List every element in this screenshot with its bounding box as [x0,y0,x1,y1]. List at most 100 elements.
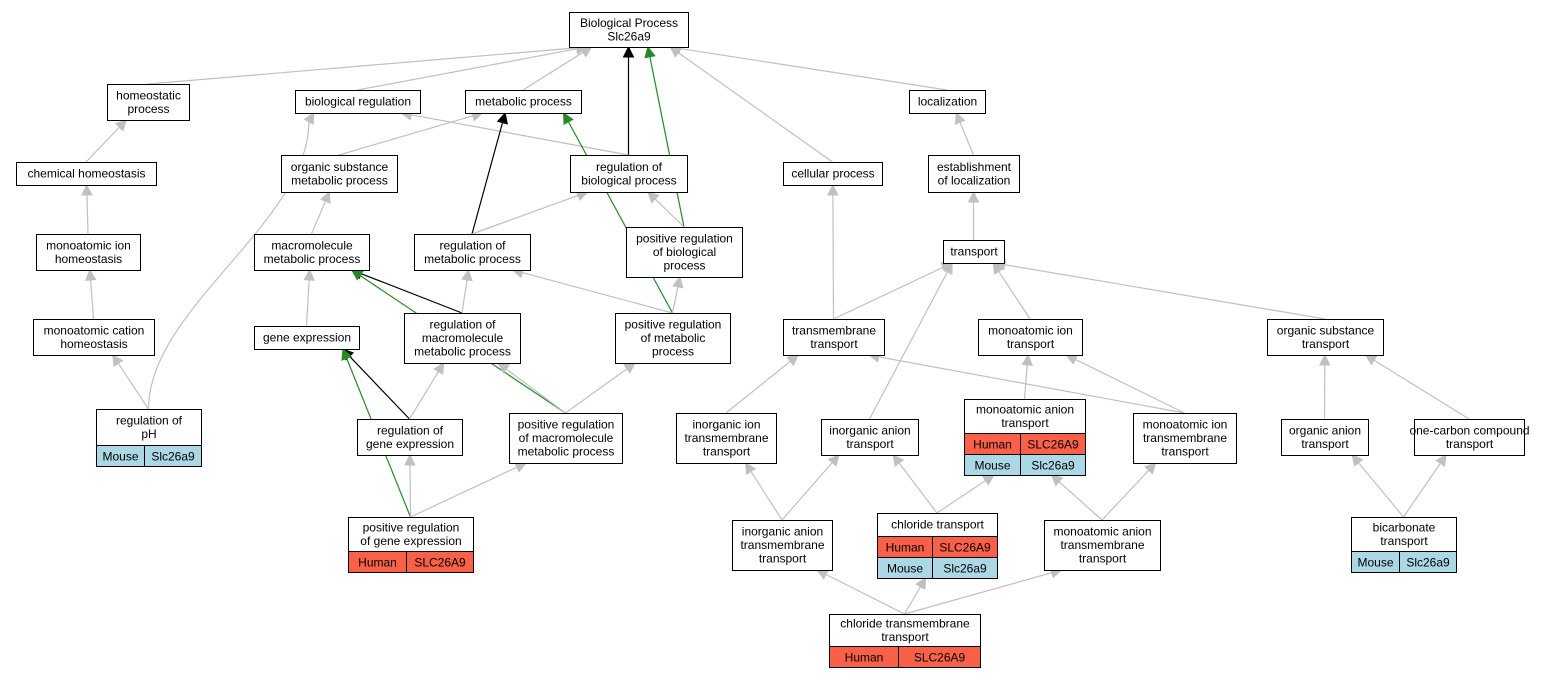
edge-macrometa-to-orgsubmeta [310,190,331,235]
edge-line [832,194,835,320]
edge-line [90,279,95,320]
node-label-line: chloride transmembrane [840,616,970,630]
edge-arrowhead [967,190,980,203]
node-bioreg[interactable]: biological regulation [295,90,421,114]
node-label-line: metabolic process [518,445,615,459]
node-geneexp[interactable]: gene expression [254,326,360,350]
node-label-line: organic substance [1277,323,1375,337]
node-metabolic[interactable]: metabolic process [465,90,582,114]
edge-anionmonotm-to-iontm [1101,462,1157,521]
node-box [107,84,190,121]
node-box [281,155,398,193]
node-label-line: gene expression [366,437,454,451]
edge-bioreg-to-bp [357,43,588,91]
node-label-line: biological process [581,173,676,187]
edge-line [1403,462,1441,518]
node-label-line: positive regulation [625,318,722,332]
edge-line [410,466,518,518]
node-box [465,90,582,114]
edge-arrowhead [461,268,473,282]
edge-line [85,126,120,163]
edge-anionmonotm-to-anionmono [1050,474,1103,521]
node-label-line: monoatomic ion [1143,418,1228,432]
node-transport[interactable]: transport [943,240,1005,264]
edge-line [408,371,439,420]
species-label: Human [973,438,1012,452]
node-label-line: monoatomic ion [46,238,131,252]
node-label-line: metabolic process [424,252,521,266]
node-localization[interactable]: localization [909,90,986,114]
node-box [783,319,885,356]
node-label-line: gene expression [263,331,351,345]
node-label-line: organic substance [291,160,389,174]
edge-line [310,200,327,235]
node-chemhomeo[interactable]: chemical homeostasis [16,162,157,186]
edge-line [461,279,468,314]
edge-line [565,368,628,414]
node-label-line: process [663,259,705,273]
node-box [783,162,883,186]
edge-line [410,114,629,156]
edge-posregbio-to-bp [644,45,685,228]
node-label-line: process [652,345,694,359]
node-box [978,319,1083,356]
node-label-line: transport [759,552,807,566]
edge-line [1101,469,1150,521]
edge-line [360,273,463,314]
edge-arrowhead [981,474,995,486]
edge-localization-to-bp [669,42,948,91]
edge-arrowhead [112,354,124,367]
edge-arrowhead [319,190,331,204]
node-label-line: macromolecule [422,331,504,345]
node-box [1351,517,1457,552]
edge-transport-to-estloc [967,190,980,240]
edge-arrowhead [1351,454,1364,467]
edge-posregmacro-to-regmacro [497,362,566,414]
node-box [1414,419,1525,456]
gene-label: SLC26A9 [939,541,991,555]
node-label-line: cellular process [791,167,874,181]
edge-arrowhead [513,462,527,473]
node-cellular[interactable]: cellular process [783,162,883,186]
edge-line [505,368,566,414]
edge-line [1075,358,1185,414]
gene-cell [1020,454,1086,476]
node-box [829,614,981,647]
node-label-line: positive regulation [363,520,460,534]
edge-line [1023,364,1028,400]
edge-geneexp-to-macrometa [303,268,315,327]
node-label-line: transport [1079,552,1127,566]
